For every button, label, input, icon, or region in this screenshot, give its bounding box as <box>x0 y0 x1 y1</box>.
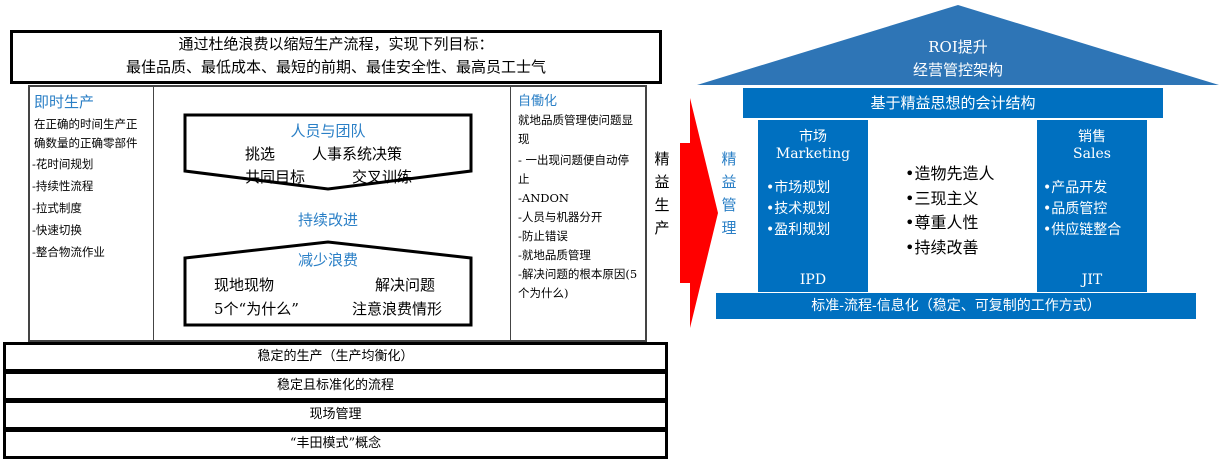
list-item: •供应链整合 <box>1043 222 1122 238</box>
list-item: -ANDON <box>518 191 569 205</box>
list-item: •三现主义 <box>905 188 979 208</box>
lean-production-label: 精益生产 <box>654 150 670 237</box>
base-row: 稳定的生产（生产均衡化） <box>3 342 668 372</box>
ipd-label: IPD <box>799 272 827 288</box>
list-item: -花时间规划 <box>32 157 94 171</box>
team-item: 人事系统决策 <box>312 145 403 163</box>
goal-line-2: 最佳品质、最低成本、最短的前期、最佳安全性、最高员工士气 <box>125 58 546 76</box>
list-item: •品质管控 <box>1043 201 1108 217</box>
jit-desc: 在正确的时间生产正确数量的正确零部件 <box>34 117 138 150</box>
jit-items: -花时间规划 -持续性流程 -拉式制度 -快速切换 -整合物流作业 <box>32 153 153 263</box>
base-row: 稳定且标准化的流程 <box>3 371 668 401</box>
jidoka-column: 自働化 就地品质管理使问题显现 - 一出现问题便自动停止 -ANDON -人员与机器… <box>510 85 646 340</box>
waste-item: 注意浪费情形 <box>352 300 443 318</box>
list-item: •技术规划 <box>766 201 831 217</box>
goal-banner: 通过杜绝浪费以缩短生产流程，实现下列目标： 最佳品质、最低成本、最短的前期、最佳… <box>10 30 662 84</box>
list-item: -解决问题的根本原因(5个为什么) <box>518 267 638 300</box>
team-item: 交叉训练 <box>352 168 413 186</box>
improve-label: 持续改进 <box>297 211 358 229</box>
jidoka-desc: 就地品质管理使问题显现 <box>518 113 633 146</box>
base-row: “丰田模式”概念 <box>3 429 668 459</box>
principles-list: •造物先造人 •三现主义 •尊重人性 •持续改善 <box>905 162 994 260</box>
waste-item: 现地现物 <box>214 276 275 294</box>
team-title: 人员与团队 <box>290 122 366 140</box>
roof-text: ROI提升经营管控架构 <box>912 38 1003 79</box>
team-chevron-shape <box>183 113 473 191</box>
list-item: -就地品质管理 <box>518 248 591 262</box>
list-item: -人员与机器分开 <box>518 210 603 224</box>
jidoka-items: - 一出现问题便自动停止 -ANDON -人员与机器分开 -防止错误 -就地品质管理 -解… <box>518 151 640 303</box>
jidoka-title: 自働化 <box>518 94 558 109</box>
foundation-bar: 标准-流程-信息化（稳定、可复制的工作方式） <box>716 293 1196 319</box>
list-item: •持续改善 <box>905 237 979 257</box>
marketing-pillar: 市场 Marketing •市场规划•技术规划•盈利规划 IPD <box>758 120 868 292</box>
list-item: -拉式制度 <box>32 201 82 215</box>
base-row: 现场管理 <box>3 400 668 430</box>
jit-label: JIT <box>1081 272 1103 288</box>
jit-column: 即时生产 在正确的时间生产正确数量的正确零部件 -花时间规划 -持续性流程 -拉式制… <box>28 85 154 340</box>
waste-title: 减少浪费 <box>297 251 358 269</box>
list-item: •尊重人性 <box>905 213 979 232</box>
waste-item: 解决问题 <box>375 276 436 294</box>
list-item: •盈利规划 <box>766 222 831 238</box>
list-item: -快速切换 <box>32 223 82 237</box>
list-item: - 一出现问题便自动停止 <box>518 153 630 186</box>
list-item: -持续性流程 <box>32 179 94 193</box>
list-item: •产品开发 <box>1043 180 1108 196</box>
team-item: 挑选 <box>245 145 276 163</box>
list-item: -整合物流作业 <box>32 245 105 259</box>
team-item: 共同目标 <box>245 168 306 186</box>
jit-title: 即时生产 <box>34 93 95 111</box>
red-arrow-icon <box>680 98 718 328</box>
goal-line-1: 通过杜绝浪费以缩短生产流程，实现下列目标： <box>178 35 494 53</box>
sales-pillar: 销售 Sales •产品开发•品质管控•供应链整合 JIT <box>1037 120 1147 292</box>
list-item: •造物先造人 <box>905 164 995 183</box>
waste-item: 5个“为什么” <box>214 300 299 318</box>
waste-chevron-shape <box>183 240 473 327</box>
lean-management-label: 精益管理 <box>721 150 737 237</box>
list-item: -防止错误 <box>518 229 568 243</box>
list-item: •市场规划 <box>766 180 831 196</box>
roof-shape <box>697 5 1219 85</box>
pillar-frame <box>28 85 647 342</box>
accounting-beam: 基于精益思想的会计结构 <box>743 88 1163 118</box>
